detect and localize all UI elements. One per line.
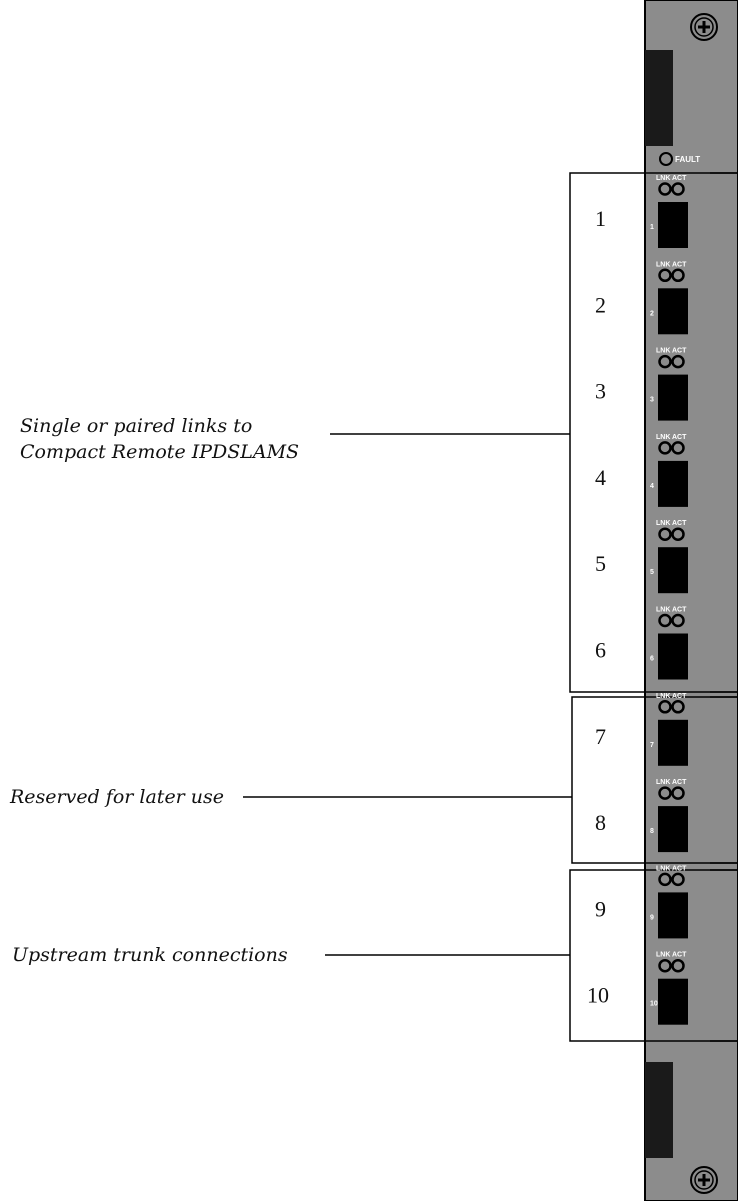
port-number: 6 — [595, 638, 606, 663]
act-label: ACT — [672, 693, 687, 700]
lnk-led — [658, 613, 672, 628]
port-number: 1 — [595, 206, 606, 231]
port-connector — [658, 892, 688, 939]
port-number: 4 — [595, 465, 606, 490]
act-label: ACT — [672, 865, 687, 872]
port-panel-label: 3 — [650, 397, 654, 404]
act-label: ACT — [672, 779, 687, 786]
port-number: 9 — [595, 896, 606, 921]
lnk-label: LNK — [656, 348, 670, 355]
port-panel-label: 5 — [650, 569, 654, 576]
fault-led — [659, 152, 673, 166]
callout-links-line1: Single or paired links to — [20, 415, 252, 437]
act-led — [671, 268, 685, 283]
lnk-label: LNK — [656, 779, 670, 786]
lnk-led — [658, 527, 672, 541]
port-connector — [658, 806, 688, 853]
act-led — [671, 182, 685, 196]
lnk-led — [658, 354, 672, 369]
act-led — [671, 527, 685, 541]
port-number: 8 — [595, 810, 606, 835]
lnk-label: LNK — [656, 693, 670, 700]
group-box-reserved — [571, 696, 738, 864]
lnk-led — [658, 441, 672, 455]
lnk-label: LNK — [656, 434, 670, 441]
port-connector — [658, 202, 688, 248]
act-label: ACT — [672, 607, 687, 614]
port-connector — [658, 547, 688, 594]
act-led — [671, 354, 685, 369]
lnk-led — [658, 958, 672, 973]
port-panel-label: 9 — [650, 914, 654, 921]
callout-upstream: Upstream trunk connections — [12, 944, 288, 966]
act-label: ACT — [672, 520, 687, 527]
act-label: ACT — [672, 261, 687, 268]
top-screw-icon — [690, 13, 718, 41]
act-led — [671, 786, 685, 800]
act-label: ACT — [672, 434, 687, 441]
port-panel-label: 1 — [650, 224, 654, 231]
lnk-label: LNK — [656, 175, 670, 182]
act-led — [671, 441, 685, 455]
port-panel-label: 4 — [650, 483, 654, 490]
port-connector — [658, 978, 688, 1025]
port-number: 5 — [595, 551, 606, 576]
port-number: 2 — [595, 292, 606, 317]
lnk-label: LNK — [656, 952, 670, 959]
port-panel-label: 6 — [650, 656, 654, 663]
port-connector — [658, 374, 688, 421]
lnk-label: LNK — [656, 261, 670, 268]
act-label: ACT — [672, 175, 687, 182]
port-connector — [658, 633, 688, 680]
port-connector — [658, 460, 688, 507]
lnk-label: LNK — [656, 520, 670, 527]
callout-reserved: Reserved for later use — [9, 786, 224, 808]
lnk-led — [658, 700, 672, 714]
lnk-led — [658, 268, 672, 283]
top-ejector-tab — [645, 50, 673, 146]
fault-label: FAULT — [675, 155, 700, 164]
bottom-screw-icon — [690, 1166, 718, 1194]
lnk-label: LNK — [656, 865, 670, 872]
act-led — [671, 613, 685, 628]
port-panel-label: 2 — [650, 310, 654, 317]
port-panel-label: 8 — [650, 828, 654, 835]
port-connector — [658, 719, 688, 766]
callout-links-line2: Compact Remote IPDSLAMS — [20, 441, 299, 463]
lnk-led — [658, 786, 672, 800]
bottom-ejector-tab — [645, 1062, 673, 1158]
port-panel-label: 7 — [650, 742, 654, 749]
port-number: 7 — [595, 724, 606, 749]
act-label: ACT — [672, 348, 687, 355]
act-led — [671, 700, 685, 714]
lnk-led — [658, 872, 672, 887]
act-label: ACT — [672, 952, 687, 959]
act-led — [671, 872, 685, 887]
act-led — [671, 958, 685, 973]
lnk-label: LNK — [656, 607, 670, 614]
port-number: 10 — [587, 983, 609, 1008]
port-panel-label: 10 — [650, 1001, 658, 1008]
lnk-led — [658, 182, 672, 196]
port-connector — [658, 288, 688, 335]
port-number: 3 — [595, 379, 606, 404]
group-box-links — [569, 172, 738, 693]
